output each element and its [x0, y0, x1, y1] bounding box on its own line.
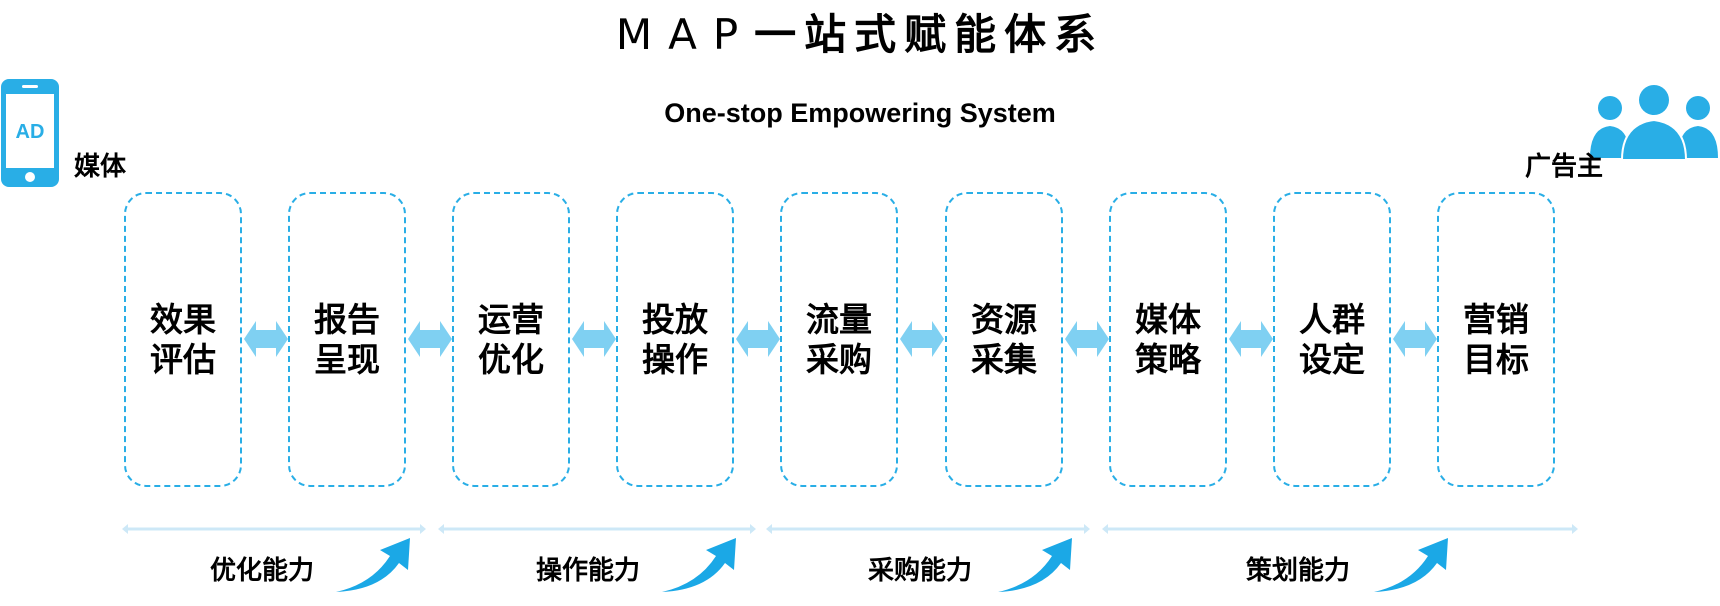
- double-arrow-connector: [1065, 321, 1109, 357]
- double-arrow-connector: [1393, 321, 1437, 357]
- stage-box-6: 资源采集: [945, 192, 1063, 487]
- media-label: 媒体: [74, 152, 127, 182]
- double-arrow-connector: [1229, 321, 1273, 357]
- double-arrow-connector: [408, 321, 452, 357]
- capability-label: 操作能力: [536, 556, 641, 586]
- stage-label: 营销目标: [1463, 299, 1529, 379]
- page-title: MAP一站式赋能体系: [0, 8, 1720, 62]
- stage-label: 运营优化: [478, 299, 544, 379]
- capability-range-line: [766, 524, 1090, 534]
- stage-box-2: 报告呈现: [288, 192, 406, 487]
- double-arrow-connector: [572, 321, 616, 357]
- stage-label: 资源采集: [971, 299, 1037, 379]
- growth-arrow-icon: [1374, 538, 1448, 592]
- capability-label: 采购能力: [868, 556, 973, 586]
- advertiser-label: 广告主: [1525, 152, 1604, 182]
- growth-arrow-icon: [998, 538, 1072, 592]
- stage-box-5: 流量采购: [780, 192, 898, 487]
- stage-box-1: 效果评估: [124, 192, 242, 487]
- double-arrow-connector: [736, 321, 780, 357]
- stage-label: 投放操作: [642, 299, 708, 379]
- growth-arrow-icon: [336, 538, 410, 592]
- stage-box-4: 投放操作: [616, 192, 734, 487]
- stage-box-3: 运营优化: [452, 192, 570, 487]
- double-arrow-connector: [900, 321, 944, 357]
- phone-ad-text: AD: [16, 121, 45, 143]
- capability-range-line: [438, 524, 756, 534]
- capability-range-line: [122, 524, 426, 534]
- capability-label: 优化能力: [210, 556, 315, 586]
- users-group-icon: [1590, 83, 1718, 160]
- double-arrow-connector: [244, 321, 288, 357]
- title-cjk: 一站式赋能体系: [754, 10, 1105, 59]
- capability-label: 策划能力: [1246, 556, 1351, 586]
- stage-box-9: 营销目标: [1437, 192, 1555, 487]
- capability-range-line: [1102, 524, 1578, 534]
- stage-box-8: 人群设定: [1273, 192, 1391, 487]
- growth-arrow-icon: [662, 538, 736, 592]
- stage-box-7: 媒体策略: [1109, 192, 1227, 487]
- stage-label: 报告呈现: [314, 299, 380, 379]
- phone-ad-icon: AD: [1, 79, 59, 187]
- page-subtitle: One-stop Empowering System: [664, 98, 1056, 128]
- title-latin: MAP: [615, 10, 755, 59]
- stage-label: 媒体策略: [1135, 299, 1201, 379]
- stage-label: 效果评估: [150, 299, 216, 379]
- stage-label: 人群设定: [1299, 299, 1365, 379]
- stage-label: 流量采购: [806, 299, 872, 379]
